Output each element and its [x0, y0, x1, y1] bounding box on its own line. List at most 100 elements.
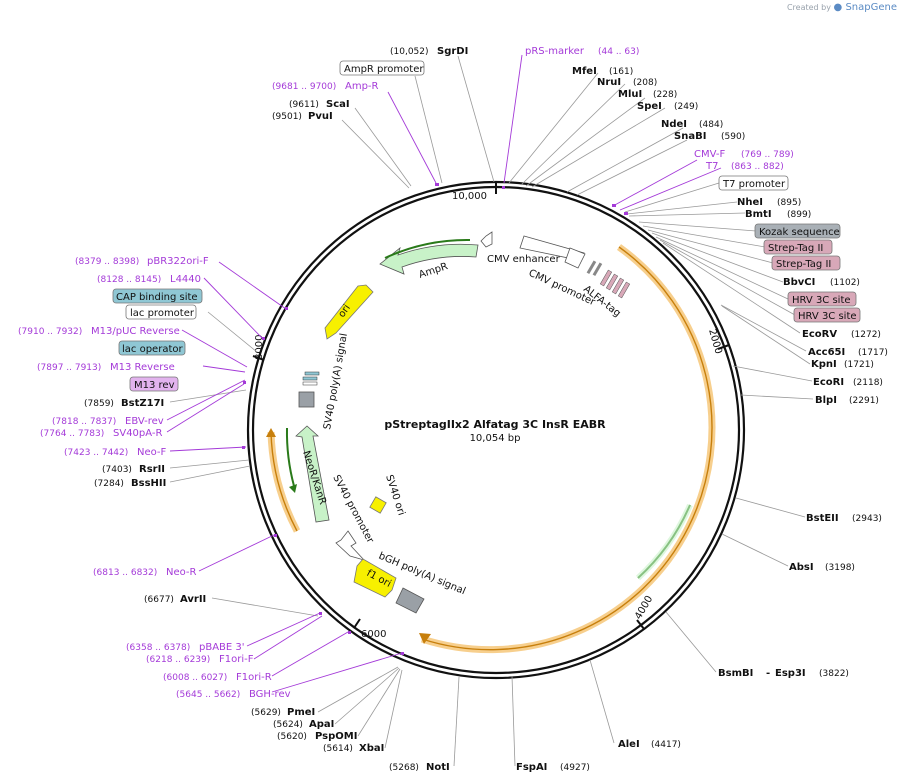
absi-pos: (3198) — [825, 563, 855, 573]
bsmbi-pos: (3822) — [819, 669, 849, 679]
sv40-ori-feature — [369, 496, 387, 514]
bsshii-pos: (7284) — [94, 479, 124, 489]
ecori-pos: (2118) — [853, 378, 883, 388]
f1ori-r-pos: (6008 .. 6027) — [163, 673, 227, 683]
watermark: Created by ● SnapGene — [787, 2, 897, 13]
pvui-name: PvuI — [308, 111, 333, 122]
plasmid-name: pStreptagIIx2 Alfatag 3C InsR EABR — [384, 418, 606, 431]
tick-label-10000: 10,000 — [452, 191, 487, 202]
sv40-polya-label: SV40 poly(A) signal — [322, 332, 350, 430]
tick-2000 — [717, 344, 730, 350]
lac-cluster-marks — [302, 371, 320, 386]
tick-6000 — [353, 618, 361, 629]
scai-pos: (9611) — [289, 100, 319, 110]
sv40-promoter-feature — [335, 530, 366, 561]
kozak-box — [754, 223, 841, 239]
bsteii-pos: (2943) — [852, 514, 882, 524]
cmv-f-name: CMV-F — [694, 149, 725, 160]
neo-r-name: Neo-R — [166, 567, 197, 578]
mfei-pos: (161) — [609, 67, 633, 77]
cmv-promoter-feature — [564, 247, 586, 269]
avrii-pos: (6677) — [144, 595, 174, 605]
amp-r-pos: (9681 .. 9700) — [272, 82, 336, 92]
lac-promoter-text: lac promoter — [130, 308, 195, 319]
kozak-text: Kozak sequence — [759, 227, 840, 238]
nrui-pos: (208) — [633, 78, 657, 88]
snabi-pos: (590) — [721, 132, 745, 142]
ecori-name: EcoRI — [813, 377, 844, 388]
scai-name: ScaI — [326, 99, 350, 110]
strep-tag-2-text: Strep-Tag II — [776, 259, 831, 270]
nhei-name: NheI — [737, 197, 763, 208]
tick-label-8000: 8000 — [254, 335, 265, 360]
bgh-rev-pos: (5645 .. 5662) — [176, 690, 240, 700]
pspomi-name: PspOMI — [315, 731, 357, 742]
m13-reverse-name: M13 Reverse — [110, 362, 175, 373]
rsrii-pos: (7403) — [102, 465, 132, 475]
apai-name: ApaI — [309, 719, 334, 730]
xbai-name: XbaI — [359, 743, 384, 754]
mfei-name: MfeI — [572, 66, 597, 77]
ecorv-name: EcoRV — [802, 329, 837, 340]
leader-lines — [169, 55, 814, 767]
bmti-name: BmtI — [745, 209, 772, 220]
bsteii-name: BstEII — [806, 513, 839, 524]
noti-name: NotI — [426, 762, 450, 773]
alei-pos: (4417) — [651, 740, 681, 750]
pmei-pos: (5629) — [251, 708, 281, 718]
sgrdi-pos: (10,052) — [390, 47, 429, 57]
sv40-promoter-label: SV40 promoter — [330, 473, 376, 546]
m13-rev-text: M13 rev — [134, 380, 175, 391]
amp-r-name: Amp-R — [345, 81, 379, 92]
lac-operator-box — [118, 340, 186, 356]
bgh-rev-name: BGH-rev — [249, 689, 291, 700]
lac-promoter-box — [125, 304, 197, 320]
spei-name: SpeI — [637, 101, 662, 112]
ampr-promoter-arrow — [480, 231, 493, 248]
neo-orf-core — [270, 431, 298, 532]
absi-name: AbsI — [789, 562, 814, 573]
hrv-site-1-text: HRV 3C site — [792, 295, 851, 306]
plasmid-size: 10,054 bp — [470, 433, 521, 444]
lac-operator-text: lac operator — [122, 344, 183, 355]
ndei-pos: (484) — [699, 120, 723, 130]
sv40pa-r-name: SV40pA-R — [113, 428, 162, 439]
tick-label-6000: 6000 — [361, 629, 386, 640]
primer-lines — [166, 54, 722, 693]
prs-marker-name: pRS-marker — [525, 46, 585, 57]
ndei-name: NdeI — [661, 119, 687, 130]
t7-promoter-text: T7 promoter — [722, 179, 786, 190]
m13-reverse-pos: (7897 .. 7913) — [37, 363, 101, 373]
ampr-label: AmpR — [418, 261, 450, 281]
neo-f-name: Neo-F — [137, 447, 167, 458]
insr-orf-arrowhead — [419, 633, 431, 644]
l4440-pos: (8128 .. 8145) — [97, 275, 161, 285]
acc65i-pos: (1717) — [858, 348, 888, 358]
kpni-pos: (1721) — [844, 360, 874, 370]
ampr-feature — [379, 243, 479, 275]
bsshii-name: BssHII — [131, 478, 166, 489]
neo-green-arc — [285, 427, 295, 487]
neo-r-pos: (6813 .. 6832) — [93, 568, 157, 578]
m13-puc-name: M13/pUC Reverse — [91, 326, 180, 337]
t7-name: T7 — [705, 161, 718, 172]
eabr-green-arc-fill — [635, 503, 693, 581]
avrii-name: AvrII — [180, 594, 206, 605]
alfa-tag-cluster — [586, 260, 631, 299]
ebv-rev-pos: (7818 .. 7837) — [52, 417, 116, 427]
m13-rev-box — [129, 376, 179, 392]
xbai-pos: (5614) — [323, 744, 353, 754]
bstz17i-pos: (7859) — [84, 399, 114, 409]
watermark-prefix: Created by — [786, 3, 831, 12]
cap-site-text: CAP binding site — [116, 292, 198, 303]
strep-tag-2-box — [771, 255, 841, 271]
cmv-f-pos: (769 .. 789) — [741, 150, 794, 160]
sv40-ori-label: SV40 ori — [383, 474, 406, 517]
bbvci-name: BbvCI — [783, 277, 815, 288]
blpi-pos: (2291) — [849, 396, 879, 406]
cap-site-box — [112, 288, 203, 304]
tick-8000 — [252, 355, 265, 361]
ampr-promoter-text: AmpR promoter — [344, 64, 424, 75]
f1ori-f-pos: (6218 .. 6239) — [146, 655, 210, 665]
